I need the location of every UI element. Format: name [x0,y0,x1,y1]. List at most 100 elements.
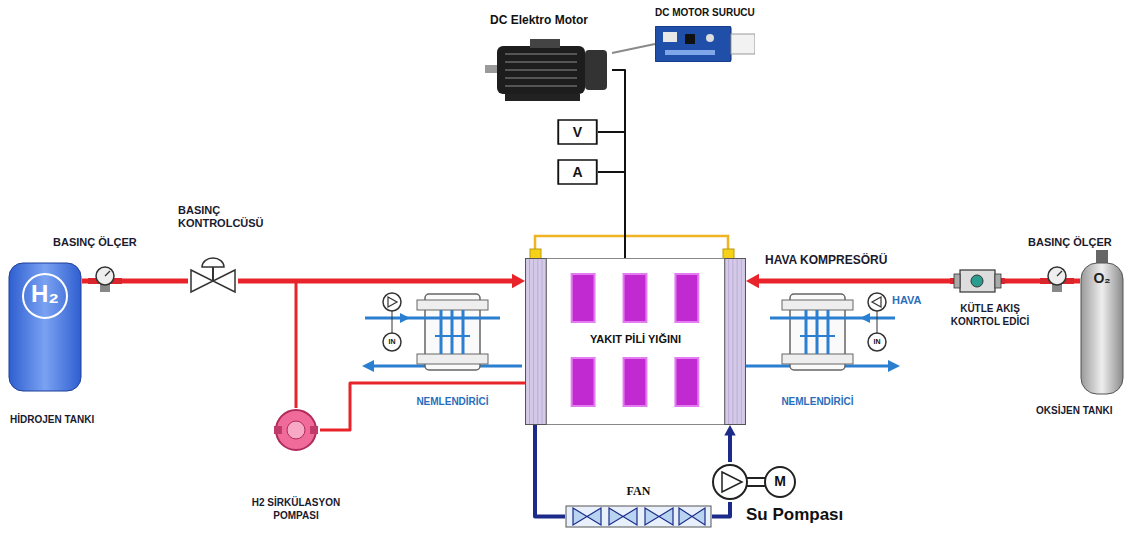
node-caption: OKSİJEN TANKI [1036,405,1113,417]
pump-symbol [383,293,401,311]
connector [598,132,625,172]
shape-part [675,358,698,406]
circulation-pump: H2 SİRKÜLASYON POMPASI [272,408,320,452]
connector-line [612,44,655,53]
shape-part [1057,271,1062,276]
shape-part [685,34,695,44]
shape-part [505,53,577,55]
connector-line [598,132,625,172]
node-text: NEMLENDİRİCİ [770,396,865,408]
connector [535,425,565,517]
node-text: BASINÇ KONTROLCÜSÜ [178,204,273,230]
fan: FAN [565,503,712,530]
shape-part [782,300,853,310]
shape-part [505,85,577,87]
connector-line [728,433,732,462]
shape-part [505,61,577,63]
node-text: NEMLENDİRİCİ [405,396,500,408]
shape-part [624,274,647,322]
connector [612,44,655,53]
humidifier: NEMLENDİRİCİ [405,292,500,372]
shape-part [485,65,499,73]
arrow-head [512,274,525,288]
shape-part [417,300,488,310]
shape-part [585,50,607,90]
shape [272,408,320,452]
flow-label: HAVA [892,294,922,307]
shape-part [722,472,742,492]
stack-wiring [530,236,734,261]
shape-part [1081,263,1123,394]
hydrogen-tank: H₂HİDROJEN TANKI [8,262,82,392]
fuel-cell-stack: YAKIT PİLİ YIĞINI [525,258,746,425]
connector-line [1005,279,1040,284]
node-text: Su Pompası [746,505,843,525]
connector [598,172,625,258]
shape-part [96,267,114,285]
node-caption: HİDROJEN TANKI [10,414,94,426]
motor-driver: DC MOTOR SURUCU [655,26,755,62]
shape [485,38,612,102]
shape-part [645,508,673,525]
yellow-wire [535,236,728,252]
node-text: DC Elektro Motor [490,13,588,27]
node-text: A [557,164,598,181]
connector-line [535,425,565,517]
node-text: H2 SİRKÜLASYON POMPASI [239,496,353,522]
shape-part [573,508,601,525]
in-symbol [383,333,401,351]
shape-part [202,258,224,267]
port-label: IN [867,338,887,346]
node-text: O₂ [1080,270,1124,287]
voltmeter-box: V [557,119,598,145]
connector-line [122,279,188,284]
shape-part [572,274,595,322]
shape-part [530,39,560,48]
connector [320,383,525,430]
connector-line [238,281,296,408]
arrow-head [362,360,374,372]
node-text: YAKIT PİLİ YIĞINI [525,333,746,346]
shape-part [505,77,577,79]
stem [392,311,393,333]
port-label: IN [382,338,402,346]
mass-flow-controller: KÜTLE AKIŞ KONRTOL EDİCİ [950,266,1005,296]
shape-part [805,310,808,354]
connector-line [598,172,625,258]
connector-line [712,502,730,517]
connector [724,425,735,462]
node-text: DC MOTOR SURUCU [655,7,755,19]
connector-line [756,279,950,284]
shape-part [212,266,214,281]
component-label: HAVA KOMPRESÖRÜ [765,253,887,267]
shape-part [800,335,835,337]
shape [88,266,122,296]
shape [565,503,712,530]
shape-part [287,421,305,439]
pressure-gauge: BASINÇ ÖLÇER [1040,266,1074,296]
ammeter-box: A [557,159,598,185]
pump-triangle [388,297,397,307]
connector-line [1074,279,1080,284]
shape-part [747,477,765,479]
shape-part [816,310,819,354]
connector [712,502,730,517]
shape [770,292,865,372]
connector-line [320,383,525,430]
humidifier: NEMLENDİRİCİ [770,292,865,372]
connector [82,281,88,282]
shape-part [9,263,81,391]
shape-part [624,358,647,406]
shape-part [417,354,488,364]
connector [122,281,188,282]
shape-part [213,270,235,292]
arrow-head [724,425,735,435]
shape-part [451,310,454,354]
dc-motor: DC Elektro Motor [485,38,612,102]
shape-part [954,274,960,288]
inlet-line [868,317,895,320]
in-symbol [868,333,886,351]
shape-part [663,32,677,42]
shape [1040,266,1074,296]
